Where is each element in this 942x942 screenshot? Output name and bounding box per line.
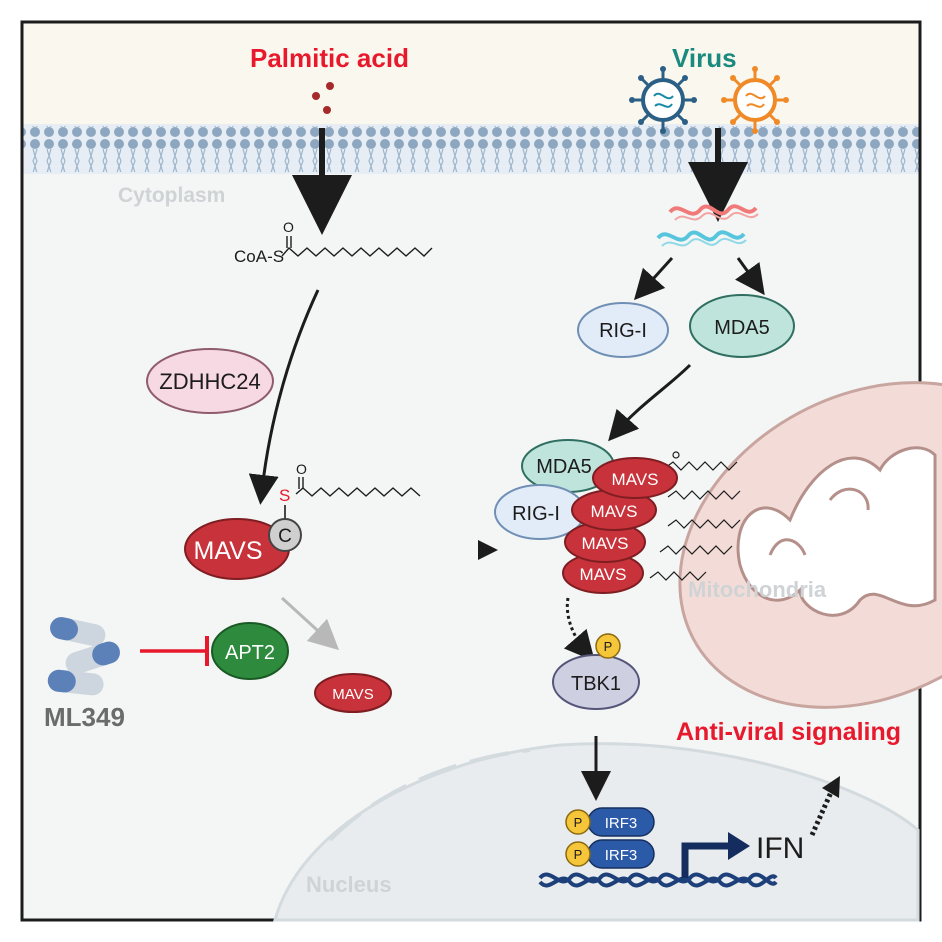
mitochondrion (678, 381, 942, 709)
virus-label: Virus (672, 43, 737, 73)
rig-i-sensor (577, 302, 669, 358)
coa-s-label: CoA-S (234, 247, 284, 266)
irf3-dimer: IRF3 IRF3 P P (565, 807, 655, 869)
apt2-enzyme (211, 622, 289, 680)
ifn-label: IFN (756, 832, 804, 865)
pill-capsule-icon (47, 617, 120, 696)
zdhhc24-label: ZDHHC24 (159, 369, 260, 394)
depalmitoylated-mavs (314, 673, 392, 713)
palmitic-acid-label: Palmitic acid (250, 43, 409, 73)
irf3-phosphate-bottom (565, 841, 591, 867)
irf3-top-label: IRF3 (605, 815, 638, 832)
sulfur-atom-label: S (279, 486, 290, 505)
zdhhc24-enzyme (146, 348, 274, 414)
extracellular-space (23, 23, 919, 129)
complex-mavs-1 (592, 457, 678, 499)
rna-to-rig-i-arrow (633, 256, 674, 301)
tbk1-label: TBK1 (571, 673, 621, 695)
antiviral-signaling-label: Anti-viral signaling (676, 718, 901, 746)
mitochondria-label: Mitochondria (688, 577, 827, 602)
tbk1-phosphate-label: P (604, 639, 613, 654)
mda5-label: MDA5 (714, 317, 770, 339)
complex-mda5-label: MDA5 (536, 456, 592, 478)
rig-i-label: RIG-I (599, 320, 647, 342)
mda5-sensor (689, 294, 795, 358)
cysteine-residue (268, 518, 302, 552)
apt2-label: APT2 (225, 642, 275, 664)
mavs-small-label: MAVS (332, 686, 373, 703)
dna-icon (538, 872, 778, 888)
cell-membrane (23, 124, 919, 174)
tbk1-phosphate (595, 633, 621, 659)
complex-mavs-label: MAVS (591, 502, 638, 521)
irf3-phosphate-bottom-label: P (574, 847, 583, 862)
virus-icon (629, 66, 697, 134)
tbk1-kinase (552, 654, 640, 710)
mavs-carbonyl-oxygen: O (296, 461, 307, 477)
cysteine-label: C (278, 526, 292, 547)
irf3-phosphate-top (565, 809, 591, 835)
mavs-main-label: MAVS (194, 537, 263, 565)
palmitoylation-arrow (248, 289, 320, 505)
viral-rna (656, 204, 759, 247)
complex-rig-i-label: RIG-I (512, 503, 560, 525)
cytoplasm-label: Cytoplasm (118, 184, 225, 207)
nucleus-label: Nucleus (306, 872, 392, 897)
irf3-bottom-label: IRF3 (605, 847, 638, 864)
complex-mavs-label: MAVS (582, 534, 629, 553)
ifn-to-signaling-arrow (809, 788, 835, 837)
irf3-phosphate-top-label: P (574, 815, 583, 830)
rna-to-mda5-arrow (735, 257, 765, 296)
carbonyl-oxygen-label: O (283, 219, 294, 235)
palmitoyl-coa-molecule: CoA-S O (234, 219, 433, 266)
promoter-arrow-icon (681, 832, 750, 878)
sensor-to-mavs-arrow (608, 363, 692, 442)
virus-icon (721, 66, 789, 134)
ml349-label: ML349 (44, 702, 125, 732)
palmitoylated-mavs-group: O S MAVS C (184, 461, 421, 580)
depalmitoylation-arrow (280, 596, 340, 651)
complex-mavs-label: MAVS (612, 470, 659, 489)
complex-mavs-label: MAVS (580, 565, 627, 584)
palmitic-acid-molecules (312, 82, 334, 114)
mavs-signalosome: MDA5 RIG-I MAVS MAVS MAVS MAVS (494, 439, 741, 594)
